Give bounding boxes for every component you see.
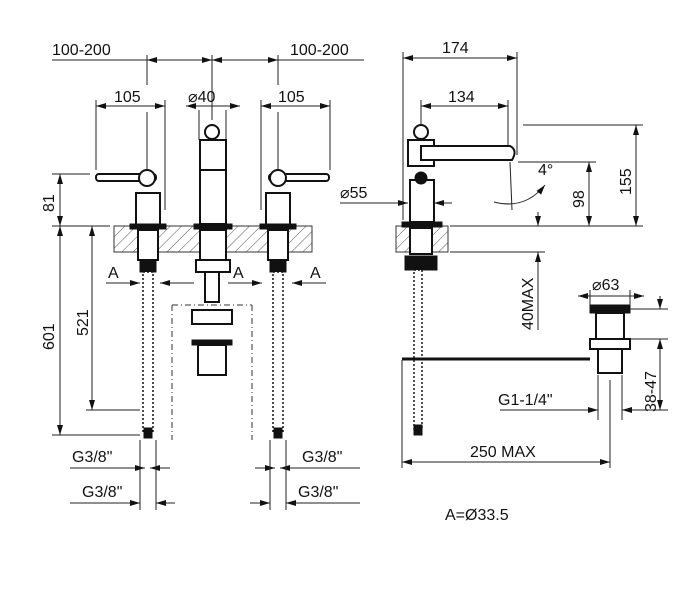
note-label: A=Ø33.5 bbox=[445, 507, 509, 524]
connection-label: G3/8" bbox=[302, 449, 342, 466]
deck-thickness-label: 40MAX bbox=[520, 277, 537, 330]
handle-height-label: 81 bbox=[41, 194, 58, 212]
spout-diameter-label: ⌀40 bbox=[188, 89, 216, 106]
handle-width-right-label: 105 bbox=[278, 89, 305, 106]
hose-length-label: 521 bbox=[75, 309, 92, 336]
connection-label: G3/8" bbox=[298, 484, 338, 501]
waste-thread-label: G1-1/4" bbox=[498, 392, 553, 409]
waste-range-label: 38-47 bbox=[643, 371, 660, 412]
spacing-right-label: 100-200 bbox=[290, 42, 349, 59]
total-reach-label: 174 bbox=[442, 40, 469, 57]
angle-label: 4° bbox=[538, 162, 553, 179]
waste-diameter-label: ⌀63 bbox=[592, 277, 620, 294]
spacing-left-label: 100-200 bbox=[52, 42, 111, 59]
spout-height-label: 98 bbox=[571, 190, 588, 208]
connection-label: G3/8" bbox=[72, 449, 112, 466]
side-view: 174 134 ⌀55 4° 98 155 40MAX ⌀63 38-47 G1… bbox=[340, 40, 668, 524]
section-mark-a: A bbox=[233, 265, 244, 282]
front-view: 100-200 100-200 105 ⌀40 105 81 601 521 A… bbox=[41, 42, 364, 510]
handle-width-left-label: 105 bbox=[114, 89, 141, 106]
section-mark-a: A bbox=[108, 265, 119, 282]
spout-reach-label: 134 bbox=[448, 89, 475, 106]
connection-label: G3/8" bbox=[82, 484, 122, 501]
section-mark-a: A bbox=[310, 265, 321, 282]
total-height-label: 155 bbox=[618, 168, 635, 195]
base-diameter-label: ⌀55 bbox=[340, 185, 368, 202]
rod-length-label: 250 MAX bbox=[470, 444, 536, 461]
total-depth-label: 601 bbox=[41, 323, 58, 350]
